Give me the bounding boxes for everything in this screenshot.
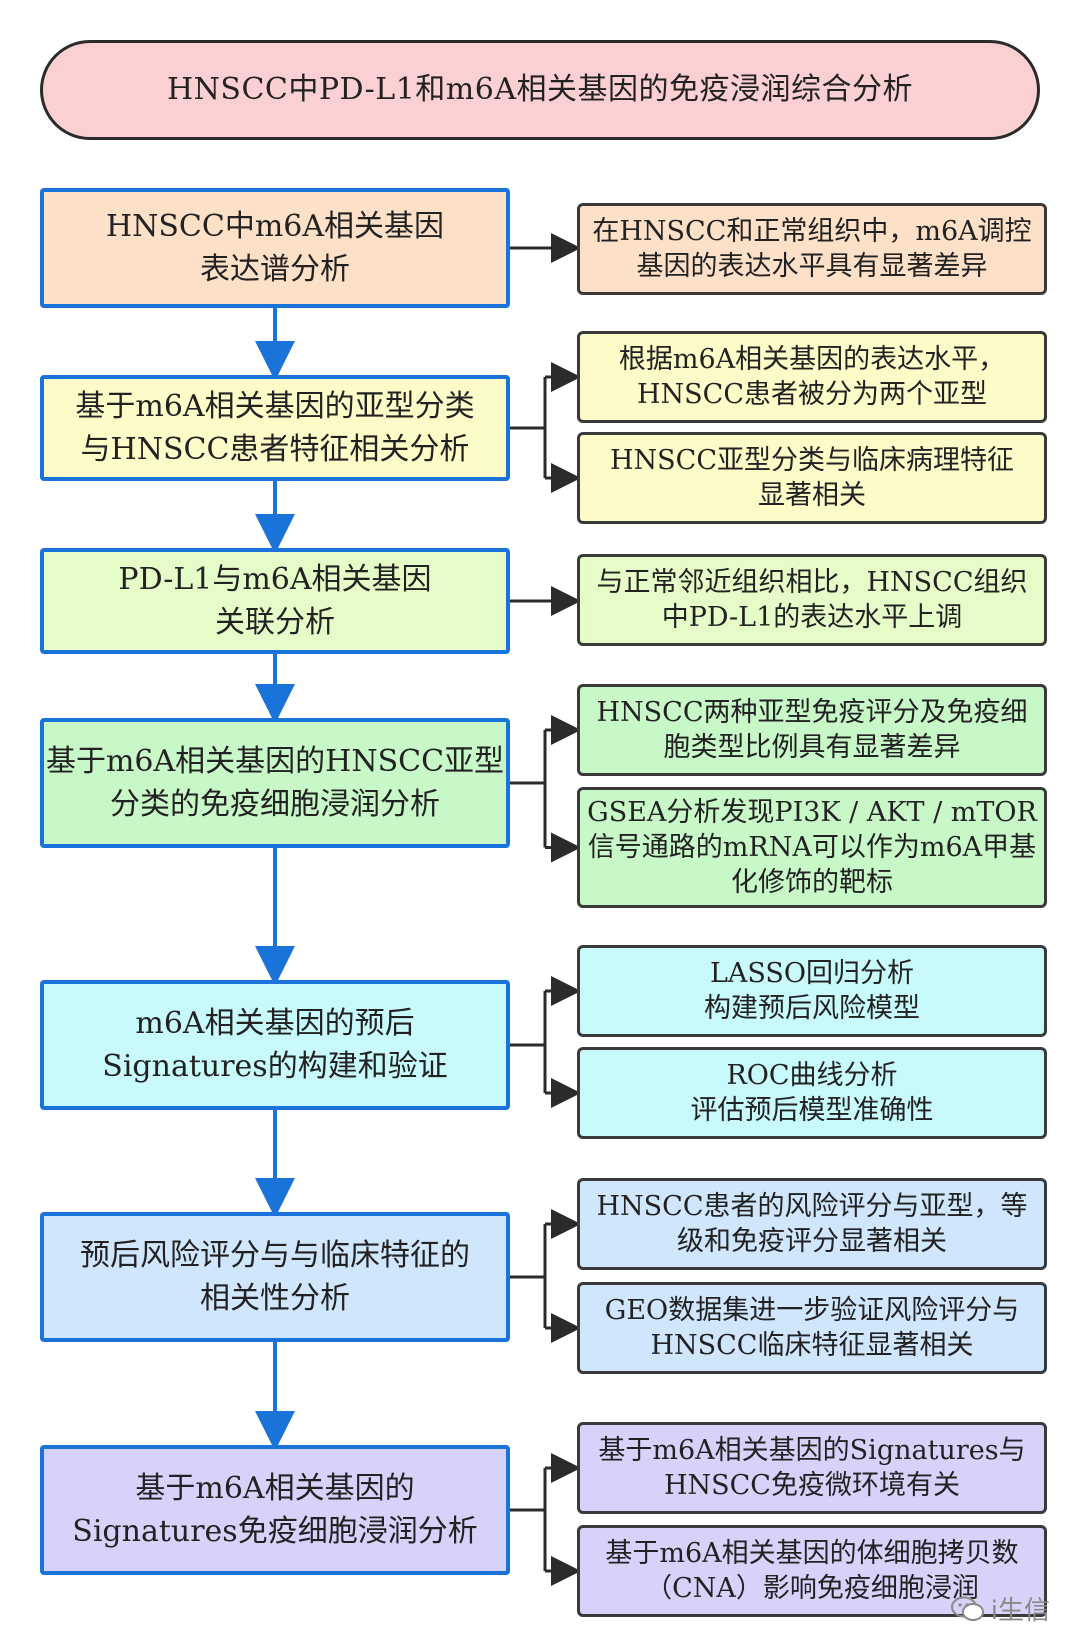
watermark-text: i生信 (990, 1596, 1050, 1626)
step-box-subtype-classification: 基于m6A相关基因的亚型分类 与HNSCC患者特征相关分析 (40, 375, 510, 481)
diagram-title: HNSCC中PD-L1和m6A相关基因的免疫浸润综合分析 (40, 40, 1040, 140)
step-box-prognostic-signature: m6A相关基因的预后 Signatures的构建和验证 (40, 980, 510, 1110)
wechat-icon (950, 1596, 985, 1622)
result-box: LASSO回归分析 构建预后风险模型 (577, 945, 1047, 1037)
result-box: 根据m6A相关基因的表达水平， HNSCC患者被分为两个亚型 (577, 331, 1047, 423)
result-box: 基于m6A相关基因的Signatures与 HNSCC免疫微环境有关 (577, 1422, 1047, 1514)
result-box: GSEA分析发现PI3K / AKT / mTOR 信号通路的mRNA可以作为m… (577, 787, 1047, 908)
result-box: ROC曲线分析 评估预后模型准确性 (577, 1047, 1047, 1139)
result-box: GEO数据集进一步验证风险评分与 HNSCC临床特征显著相关 (577, 1282, 1047, 1374)
step-box-signature-immune-infiltration: 基于m6A相关基因的 Signatures免疫细胞浸润分析 (40, 1445, 510, 1575)
result-box: 与正常邻近组织相比，HNSCC组织 中PD-L1的表达水平上调 (577, 554, 1047, 646)
result-box: HNSCC两种亚型免疫评分及免疫细 胞类型比例具有显著差异 (577, 684, 1047, 776)
step-box-immune-infiltration-subtype: 基于m6A相关基因的HNSCC亚型 分类的免疫细胞浸润分析 (40, 718, 510, 848)
step-box-pdl1-association: PD-L1与m6A相关基因 关联分析 (40, 548, 510, 654)
result-box: HNSCC亚型分类与临床病理特征 显著相关 (577, 432, 1047, 524)
watermark: i生信 (950, 1590, 1050, 1627)
result-box: 基于m6A相关基因的体细胞拷贝数 （CNA）影响免疫细胞浸润 (577, 1525, 1047, 1617)
result-box: HNSCC患者的风险评分与亚型，等 级和免疫评分显著相关 (577, 1178, 1047, 1270)
result-box: 在HNSCC和正常组织中，m6A调控 基因的表达水平具有显著差异 (577, 203, 1047, 295)
step-box-expression-profile: HNSCC中m6A相关基因 表达谱分析 (40, 188, 510, 308)
step-box-risk-score-correlation: 预后风险评分与与临床特征的 相关性分析 (40, 1212, 510, 1342)
